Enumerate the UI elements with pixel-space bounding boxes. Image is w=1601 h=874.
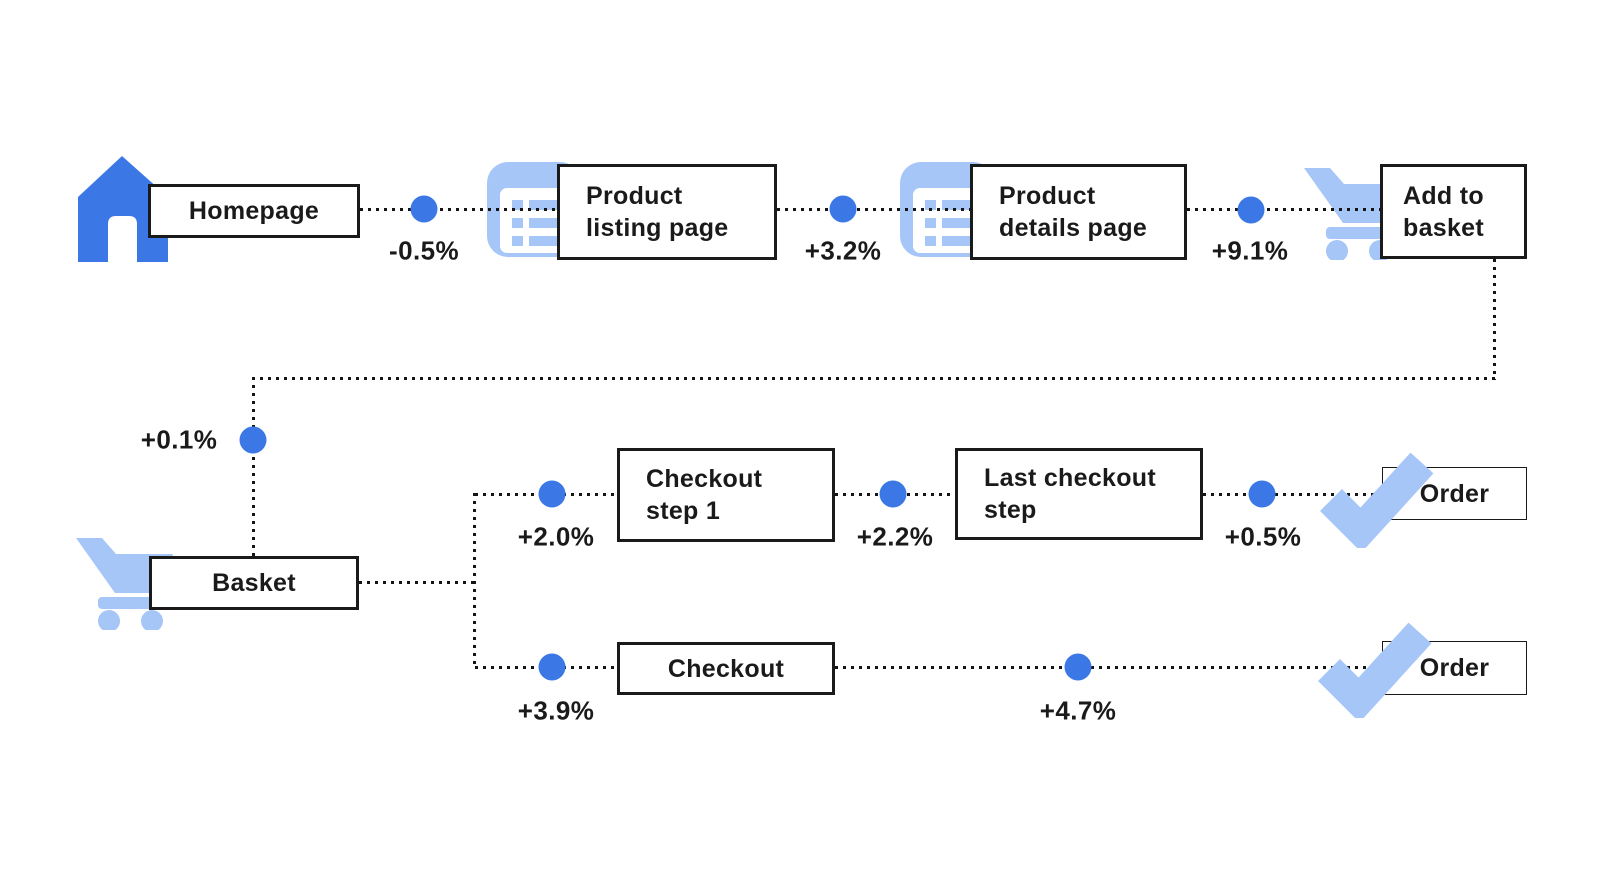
node-basket: Basket (149, 556, 359, 610)
node-label: Homepage (188, 197, 320, 225)
node-label-line2: listing page (586, 214, 729, 242)
node-add-to-basket: Add to basket (1380, 164, 1527, 259)
node-checkout-step-1: Checkout step 1 (617, 448, 835, 542)
delta-label: +9.1% (1211, 235, 1289, 266)
connector-basket-right (359, 581, 476, 584)
node-label: Order (1419, 654, 1490, 682)
home-icon (78, 156, 173, 267)
connector-homepage-plp (360, 208, 557, 211)
node-label-line1: Add to (1403, 181, 1484, 210)
transition-dot (829, 195, 857, 223)
transition-dot (1237, 196, 1265, 224)
transition-dot (410, 195, 438, 223)
node-label-line2: basket (1403, 213, 1485, 242)
transition-dot (538, 480, 566, 508)
node-checkout: Checkout (617, 642, 835, 695)
delta-label: +2.0% (517, 521, 595, 552)
transition-dot (1248, 480, 1276, 508)
connector-branch-split (473, 493, 476, 669)
delta-label: +0.5% (1224, 521, 1302, 552)
transition-dot (239, 426, 267, 454)
connector-return-across (252, 377, 1496, 380)
delta-label: +0.1% (140, 424, 218, 455)
check-icon (1316, 444, 1438, 553)
check-icon (1314, 614, 1436, 723)
node-label-line1: Product (999, 182, 1096, 210)
node-last-checkout-step: Last checkout step (955, 448, 1203, 540)
node-label: Order (1419, 479, 1490, 508)
node-product-listing-page: Product listing page (557, 164, 777, 260)
delta-label: +3.2% (804, 235, 882, 266)
connector-lastcheckout-order (1203, 493, 1382, 496)
node-label-line2: step 1 (646, 497, 721, 525)
delta-label: +2.2% (856, 521, 934, 552)
node-label-line1: Product (586, 182, 683, 210)
connector-checkout-order (835, 666, 1382, 669)
transition-dot (879, 480, 907, 508)
delta-label: +3.9% (517, 695, 595, 726)
delta-label: +4.7% (1039, 695, 1117, 726)
node-product-details-page: Product details page (970, 164, 1187, 260)
connector-down-to-basket (252, 377, 255, 556)
connector-pdp-addtobasket (1187, 208, 1382, 211)
connector-plp-pdp (777, 208, 970, 211)
node-label: Checkout (667, 654, 785, 683)
node-label-line1: Checkout (646, 465, 763, 493)
delta-label: -0.5% (389, 235, 459, 266)
node-label-line2: step (984, 496, 1037, 524)
node-label-line2: details page (999, 214, 1148, 242)
transition-dot (1064, 653, 1092, 681)
cart-icon (72, 530, 177, 635)
transition-dot (538, 653, 566, 681)
node-homepage: Homepage (148, 184, 360, 238)
node-label: Basket (212, 569, 296, 597)
node-label-line1: Last checkout (984, 464, 1157, 492)
connector-addtobasket-down (1493, 259, 1496, 380)
